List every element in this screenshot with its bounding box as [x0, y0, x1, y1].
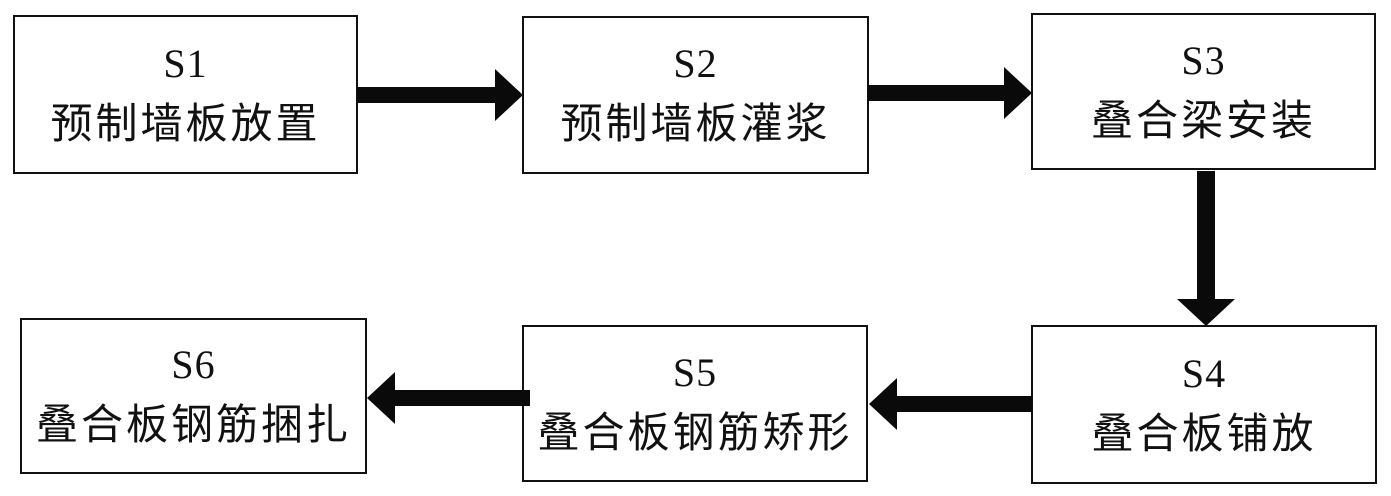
flow-node-s1: S1 预制墙板放置 [13, 15, 358, 174]
arrow-right-icon [868, 67, 1032, 119]
arrow-head [367, 372, 395, 424]
step-number: S5 [672, 349, 718, 395]
flow-node-s2: S2 预制墙板灌浆 [522, 16, 869, 174]
arrow-shaft [868, 85, 1008, 101]
step-number: S4 [1181, 350, 1227, 396]
step-number: S1 [163, 40, 208, 86]
step-label: 叠合梁安装 [1090, 98, 1316, 145]
arrow-left-icon [869, 378, 1032, 430]
step-label: 预制墙板放置 [50, 101, 321, 148]
step-label: 叠合板钢筋捆扎 [35, 403, 351, 449]
arrow-shaft [391, 390, 530, 406]
step-number: S3 [1181, 37, 1226, 83]
arrow-down-icon [1177, 171, 1235, 326]
arrow-left-icon [367, 372, 530, 424]
arrow-head [1177, 299, 1235, 326]
flow-node-s5: S5 叠合板钢筋矫形 [522, 325, 868, 482]
arrow-shaft [357, 87, 499, 103]
step-number: S6 [171, 342, 216, 387]
step-number: S2 [673, 41, 718, 86]
arrow-head [869, 378, 897, 430]
step-label: 预制墙板灌浆 [560, 102, 831, 148]
step-label: 叠合板钢筋矫形 [537, 410, 853, 457]
arrow-shaft [1197, 171, 1215, 303]
flow-node-s4: S4 叠合板铺放 [1031, 325, 1377, 484]
arrow-head [495, 69, 523, 121]
arrow-shaft [893, 396, 1032, 412]
flow-node-s6: S6 叠合板钢筋捆扎 [20, 318, 367, 474]
arrow-right-icon [357, 69, 523, 121]
step-label: 叠合板铺放 [1091, 411, 1317, 458]
flow-node-s3: S3 叠合梁安装 [1031, 13, 1376, 170]
arrow-head [1004, 67, 1032, 119]
